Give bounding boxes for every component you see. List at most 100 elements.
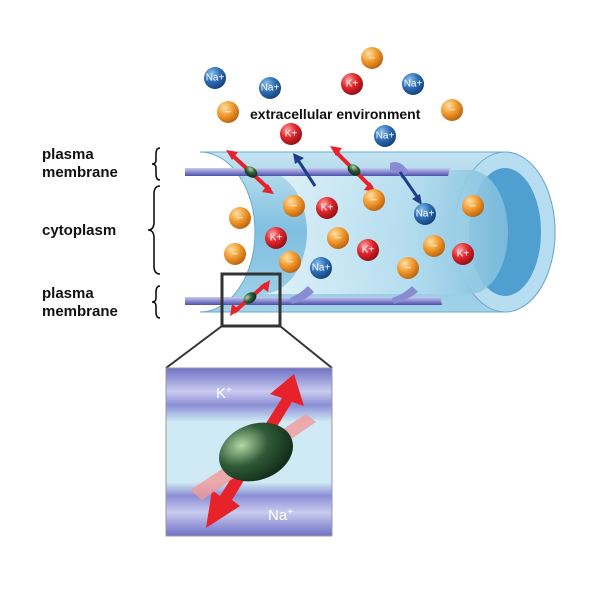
- arrow-head: [260, 280, 270, 292]
- ion-label: –: [287, 257, 293, 268]
- anion: –: [397, 257, 419, 279]
- ion-label: Na+: [312, 263, 331, 274]
- arrow-head: [230, 304, 240, 316]
- anion: –: [423, 235, 445, 257]
- ion-circle: [265, 227, 287, 249]
- ion-circle: [361, 47, 383, 69]
- ion-circle: [229, 207, 251, 229]
- ion-circle: [423, 235, 445, 257]
- inset-potassium-label: K+: [216, 385, 232, 403]
- potassium-ion: K+: [452, 243, 474, 265]
- pump-icon: [347, 164, 361, 176]
- ion-circle: [316, 197, 338, 219]
- arrow-head: [262, 184, 274, 194]
- sodium-ion: Na+: [259, 77, 281, 99]
- ion-label: K+: [321, 203, 334, 214]
- pump-icon: [219, 422, 293, 482]
- ion-circle: [310, 257, 332, 279]
- ion-label: Na+: [416, 209, 435, 220]
- ion-label: –: [431, 241, 437, 252]
- ion-label: K+: [457, 249, 470, 260]
- cell-tube: [185, 151, 556, 313]
- ion-circle: [374, 125, 396, 147]
- extracellular-label: extracellular environment: [250, 106, 421, 122]
- sodium-ion: Na+: [204, 67, 226, 89]
- ion-circle: [441, 99, 463, 121]
- potassium-ion: K+: [265, 227, 287, 249]
- ion-circle: [283, 195, 305, 217]
- inset-zoom: K+ Na+: [165, 367, 333, 537]
- anion: –: [441, 99, 463, 121]
- ion-circle: [327, 227, 349, 249]
- ion-circle: [414, 203, 436, 225]
- zoom-line-left: [165, 325, 223, 369]
- ion-label: K+: [270, 233, 283, 244]
- pump-bottom: [230, 280, 270, 316]
- ion-label: –: [405, 263, 411, 274]
- ion-circle: [204, 67, 226, 89]
- ion-circle: [217, 101, 239, 123]
- anion: –: [217, 101, 239, 123]
- membrane-bump: [392, 286, 418, 304]
- ion-label: –: [371, 195, 377, 206]
- channel-arrow-top-left: [293, 153, 317, 187]
- pump-icon: [244, 166, 258, 178]
- anion: –: [363, 189, 385, 211]
- sodium-ion: Na+: [374, 125, 396, 147]
- ion-label: Na+: [376, 131, 395, 142]
- ion-circle: [357, 239, 379, 261]
- ion-label: –: [335, 233, 341, 244]
- ion-label: Na+: [404, 79, 423, 90]
- anion: –: [224, 243, 246, 265]
- ion-label: –: [470, 201, 476, 212]
- zoom-line-right: [279, 325, 333, 369]
- anion: –: [283, 195, 305, 217]
- sodium-ion: Na+: [310, 257, 332, 279]
- ion-circle: [363, 189, 385, 211]
- ion-label: –: [232, 249, 238, 260]
- ion-circle: [341, 73, 363, 95]
- anion: –: [279, 251, 301, 273]
- anion: –: [462, 195, 484, 217]
- potassium-ion: K+: [357, 239, 379, 261]
- ion-circle: [224, 243, 246, 265]
- ion-label: –: [237, 213, 243, 224]
- arrow-head: [226, 150, 238, 160]
- anion: –: [327, 227, 349, 249]
- ion-circle: [452, 243, 474, 265]
- ion-label: –: [369, 53, 375, 64]
- pump-group: [226, 146, 422, 316]
- ion-circle: [462, 195, 484, 217]
- anion: –: [229, 207, 251, 229]
- sodium-ion: Na+: [402, 73, 424, 95]
- ion-circle: [402, 73, 424, 95]
- pump-top-left: [226, 150, 274, 194]
- arrow-head: [330, 146, 342, 156]
- channel-arrow-top-right: [398, 171, 422, 205]
- anion: –: [361, 47, 383, 69]
- potassium-ion: K+: [280, 123, 302, 145]
- ion-label: K+: [285, 129, 298, 140]
- zoom-box: [220, 272, 282, 328]
- ion-label: Na+: [206, 73, 225, 84]
- ion-label: Na+: [261, 83, 280, 94]
- ion-layer: Na+Na+K+–Na+––K+Na+–K+–Na+––K+–K+–K+––Na…: [204, 47, 484, 279]
- ion-label: –: [291, 201, 297, 212]
- pump-icon: [243, 292, 257, 304]
- ion-circle: [280, 123, 302, 145]
- ion-label: –: [449, 105, 455, 116]
- ion-circle: [279, 251, 301, 273]
- potassium-ion: K+: [316, 197, 338, 219]
- cytoplasm-label: cytoplasm: [42, 222, 117, 239]
- ion-label: –: [225, 107, 231, 118]
- bracket-icon: [147, 147, 161, 319]
- inset-sodium-label: Na+: [268, 507, 293, 525]
- ion-label: K+: [362, 245, 375, 256]
- membrane-bump: [290, 286, 314, 304]
- membrane-band-top: [185, 168, 450, 176]
- sodium-ion: Na+: [414, 203, 436, 225]
